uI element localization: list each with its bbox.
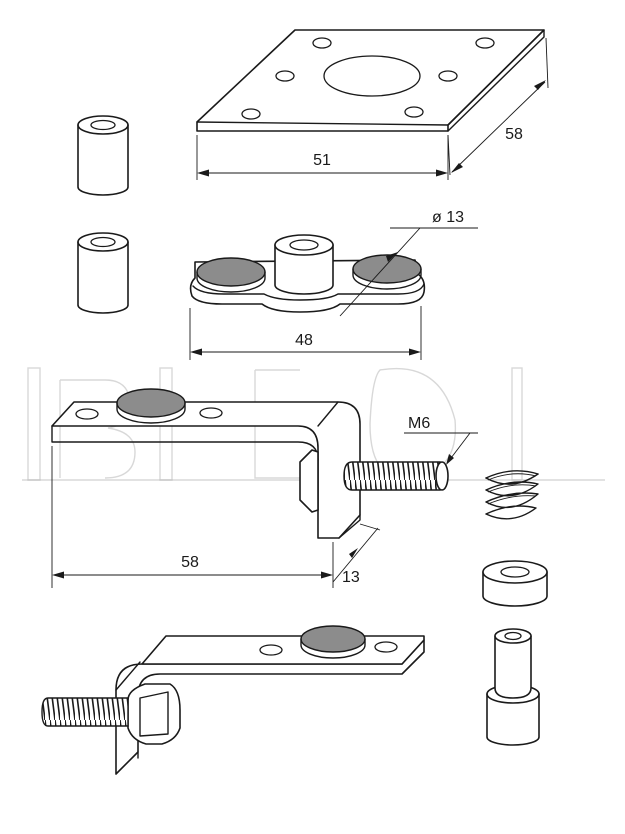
dimension-thread: M6 bbox=[404, 415, 478, 465]
upper-l-bracket bbox=[51, 388, 361, 539]
dimension-hole-diameter: ø 13 bbox=[339, 209, 478, 317]
spacer-tube-lower bbox=[77, 232, 129, 314]
dimension-bracket-length: 58 bbox=[51, 446, 334, 588]
dimension-bracket-thickness: 13 bbox=[332, 523, 381, 586]
stepped-pin bbox=[486, 628, 540, 746]
threaded-screw bbox=[343, 461, 449, 491]
dimension-plate-width: 51 bbox=[196, 135, 449, 180]
spacer-tube-upper bbox=[77, 115, 129, 196]
dimension-base-width: 48 bbox=[189, 306, 422, 360]
thread-label: M6 bbox=[408, 415, 430, 432]
plate-depth-label: 58 bbox=[505, 126, 523, 143]
mounting-plate bbox=[196, 29, 545, 132]
pivot-base bbox=[189, 234, 426, 313]
base-width-label: 48 bbox=[295, 332, 313, 349]
bracket-thickness-label: 13 bbox=[342, 569, 360, 586]
washer bbox=[482, 560, 548, 607]
lower-l-bracket bbox=[115, 625, 425, 775]
bracket-length-label: 58 bbox=[181, 554, 199, 571]
dimension-plate-depth: 58 bbox=[447, 37, 549, 176]
hole-diameter-label: ø 13 bbox=[432, 209, 464, 226]
lower-threaded-screw bbox=[41, 697, 129, 727]
coil-spring bbox=[485, 470, 539, 520]
plate-width-label: 51 bbox=[313, 152, 331, 169]
